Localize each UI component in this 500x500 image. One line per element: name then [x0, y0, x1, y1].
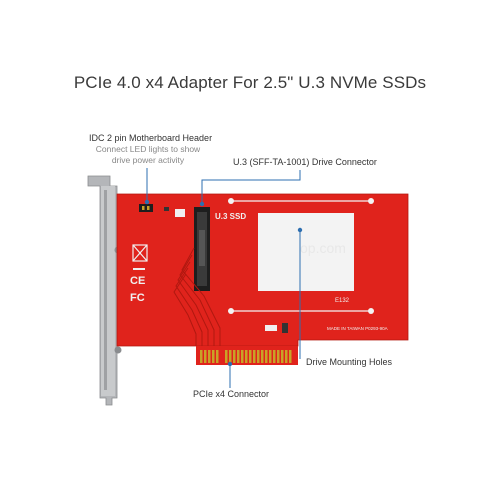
callout-dots	[144, 199, 303, 367]
made-in-marking: MADE IN TAIWAN P0293-90A	[327, 326, 388, 331]
idc-header-label: IDC 2 pin Motherboard Header	[89, 133, 213, 143]
pcie-connector-label: PCIe x4 Connector	[193, 389, 270, 399]
drive-mounting-holes	[228, 198, 374, 314]
u3-ssd-marking: U.3 SSD	[215, 212, 246, 221]
mounting-holes-label: Drive Mounting Holes	[306, 357, 393, 367]
svg-text:op.com: op.com	[300, 240, 346, 256]
ul-marking: E132	[335, 298, 350, 304]
mounting-bracket	[87, 175, 122, 406]
fcc-mark: FC	[130, 292, 145, 304]
u3-drive-connector	[194, 207, 210, 291]
pcb-traces	[173, 247, 221, 346]
page-title: PCIe 4.0 x4 Adapter For 2.5" U.3 NVMe SS…	[73, 73, 427, 92]
idc-2-pin-header	[139, 204, 153, 212]
ssd-outline	[258, 213, 354, 291]
compliance-marks	[132, 244, 148, 270]
pcb-board: op.com	[116, 193, 409, 365]
idc-header-description-line2: drive power activity	[111, 155, 185, 165]
callout-lines	[146, 168, 301, 388]
ce-mark: CE	[130, 275, 145, 287]
idc-header-description-line1: Connect LED lights to show	[95, 144, 201, 154]
pcie-gold-fingers	[200, 350, 292, 363]
u3-connector-label: U.3 (SFF-TA-1001) Drive Connector	[233, 157, 377, 167]
